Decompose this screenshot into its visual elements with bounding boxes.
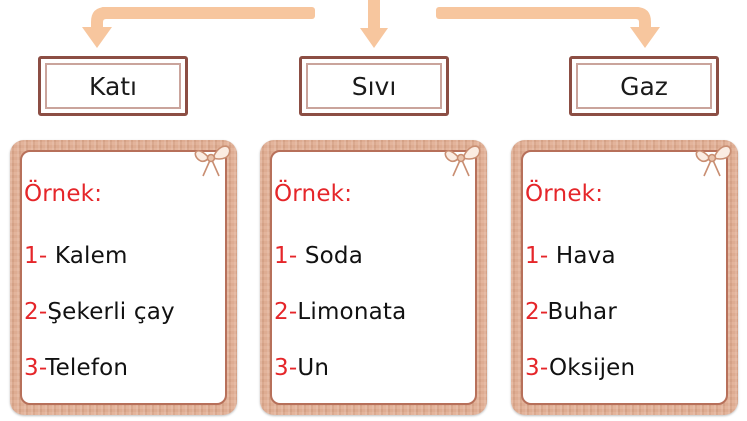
item-text: Oksijen bbox=[548, 355, 636, 381]
item-number: 1- bbox=[24, 243, 55, 269]
item-number: 3- bbox=[274, 355, 298, 381]
title-box-kati: Katı bbox=[38, 56, 188, 116]
example-heading: Örnek: bbox=[24, 181, 103, 207]
left-arrow-bar bbox=[100, 7, 315, 19]
card-sivi-inner: Örnek: 1- Soda 2-Limonata 3-Un bbox=[270, 145, 481, 405]
item-number: 2- bbox=[274, 299, 298, 325]
ribbon-bow-icon bbox=[194, 145, 231, 177]
list-item: 2-Buhar bbox=[525, 284, 726, 340]
item-number: 2- bbox=[24, 299, 48, 325]
list-item: 3-Oksijen bbox=[525, 340, 726, 396]
card-gaz-inner: Örnek: 1- Hava 2-Buhar 3-Oksijen bbox=[521, 145, 732, 405]
title-kati: Katı bbox=[88, 71, 138, 101]
item-text: Limonata bbox=[297, 299, 407, 325]
item-text: Telefon bbox=[45, 355, 129, 381]
right-arrow-head bbox=[630, 27, 660, 48]
card-kati: Örnek: 1- Kalem 2-Şekerli çay 3-Telefon bbox=[10, 140, 237, 415]
ribbon-bow-icon bbox=[695, 145, 732, 177]
item-text: Soda bbox=[304, 243, 364, 269]
list-item: 1- Hava bbox=[525, 228, 726, 284]
item-number: 2- bbox=[525, 299, 548, 325]
right-arrow-elbow bbox=[636, 7, 651, 28]
list-item: 1- Soda bbox=[274, 228, 475, 284]
item-number: 1- bbox=[525, 243, 556, 269]
item-text: Un bbox=[297, 355, 330, 381]
item-text: Hava bbox=[555, 243, 616, 269]
example-heading: Örnek: bbox=[525, 181, 604, 207]
title-box-gaz: Gaz bbox=[569, 56, 719, 116]
title-box-sivi: Sıvı bbox=[299, 56, 449, 116]
example-heading: Örnek: bbox=[274, 181, 353, 207]
item-number: 1- bbox=[274, 243, 305, 269]
card-sivi: Örnek: 1- Soda 2-Limonata 3-Un bbox=[260, 140, 487, 415]
center-arrow-bar bbox=[368, 0, 380, 30]
list-item: 3-Telefon bbox=[24, 340, 225, 396]
title-sivi: Sıvı bbox=[351, 71, 397, 101]
center-arrow-head bbox=[360, 28, 388, 48]
left-arrow-elbow bbox=[91, 7, 106, 28]
title-gaz: Gaz bbox=[620, 71, 668, 101]
list-item: 2-Limonata bbox=[274, 284, 475, 340]
list-item: 3-Un bbox=[274, 340, 475, 396]
item-number: 3- bbox=[24, 355, 46, 381]
right-arrow-bar bbox=[436, 7, 641, 19]
ribbon-bow-icon bbox=[444, 145, 481, 177]
card-kati-inner: Örnek: 1- Kalem 2-Şekerli çay 3-Telefon bbox=[20, 145, 231, 405]
card-gaz: Örnek: 1- Hava 2-Buhar 3-Oksijen bbox=[511, 140, 738, 415]
left-arrow-head bbox=[82, 27, 112, 48]
item-text: Kalem bbox=[54, 243, 128, 269]
list-item: 2-Şekerli çay bbox=[24, 284, 225, 340]
list-item: 1- Kalem bbox=[24, 228, 225, 284]
item-text: Buhar bbox=[547, 299, 617, 325]
item-text: Şekerli çay bbox=[47, 299, 175, 325]
item-number: 3- bbox=[525, 355, 549, 381]
